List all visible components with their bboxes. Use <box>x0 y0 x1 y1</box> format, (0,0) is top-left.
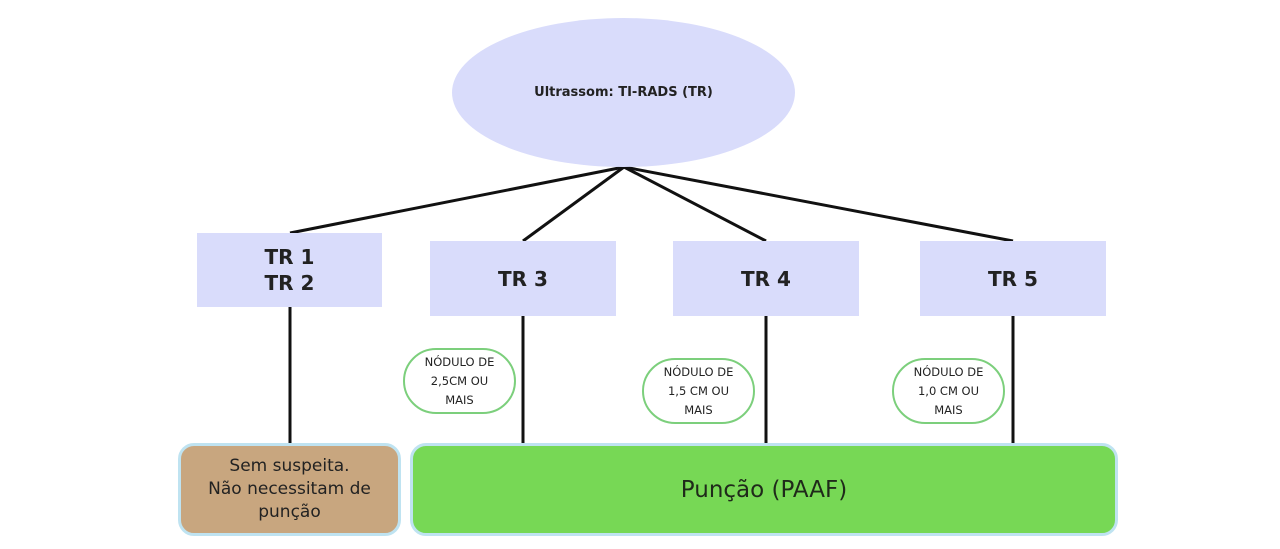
criterion-tr3-line1: NÓDULO DE <box>424 354 495 369</box>
outcome-puncture: Punção (PAAF) <box>410 443 1118 536</box>
category-label-tr3: TR 3 <box>498 266 548 291</box>
connector-root-tr5 <box>623 165 1014 243</box>
root-node-ultrasound: Ultrassom: TI-RADS (TR) <box>452 18 795 167</box>
criterion-tr5-line3: MAIS <box>934 402 963 417</box>
criterion-tr3-line2: 2,5CM OU <box>430 373 489 388</box>
criterion-tr4-line2: 1,5 CM OU <box>667 383 729 398</box>
criterion-tr5-line1: NÓDULO DE <box>913 364 984 379</box>
category-node-tr1-tr2: TR 1 TR 2 <box>197 233 382 307</box>
outcome-no-suspicion-line2: Não necessitam de <box>208 479 371 499</box>
outcome-puncture-label: Punção (PAAF) <box>680 476 848 503</box>
connector-root-tr4 <box>623 165 767 243</box>
connector-root-tr3 <box>522 165 625 243</box>
category-node-tr3: TR 3 <box>430 241 616 316</box>
category-label-tr2: TR 2 <box>264 271 315 295</box>
outcome-no-suspicion-line1: Sem suspeita. <box>229 456 350 476</box>
category-label-tr1: TR 1 <box>264 245 315 269</box>
outcome-no-suspicion: Sem suspeita. Não necessitam de punção <box>178 443 401 536</box>
criterion-tr5-line2: 1,0 CM OU <box>917 383 979 398</box>
criterion-tr4-line3: MAIS <box>684 402 713 417</box>
category-node-tr4: TR 4 <box>673 241 859 316</box>
category-label-tr5: TR 5 <box>988 266 1038 291</box>
outcome-no-suspicion-line3: punção <box>258 502 321 522</box>
root-node-label: Ultrassom: TI-RADS (TR) <box>534 85 713 100</box>
category-label-tr4: TR 4 <box>741 266 791 291</box>
criterion-tr4-line1: NÓDULO DE <box>663 364 734 379</box>
criterion-tr4: NÓDULO DE 1,5 CM OU MAIS <box>642 358 755 424</box>
category-node-tr5: TR 5 <box>920 241 1106 316</box>
connector-root-tr12 <box>289 165 625 235</box>
criterion-tr3: NÓDULO DE 2,5CM OU MAIS <box>403 348 516 414</box>
criterion-tr3-line3: MAIS <box>445 392 474 407</box>
criterion-tr5: NÓDULO DE 1,0 CM OU MAIS <box>892 358 1005 424</box>
